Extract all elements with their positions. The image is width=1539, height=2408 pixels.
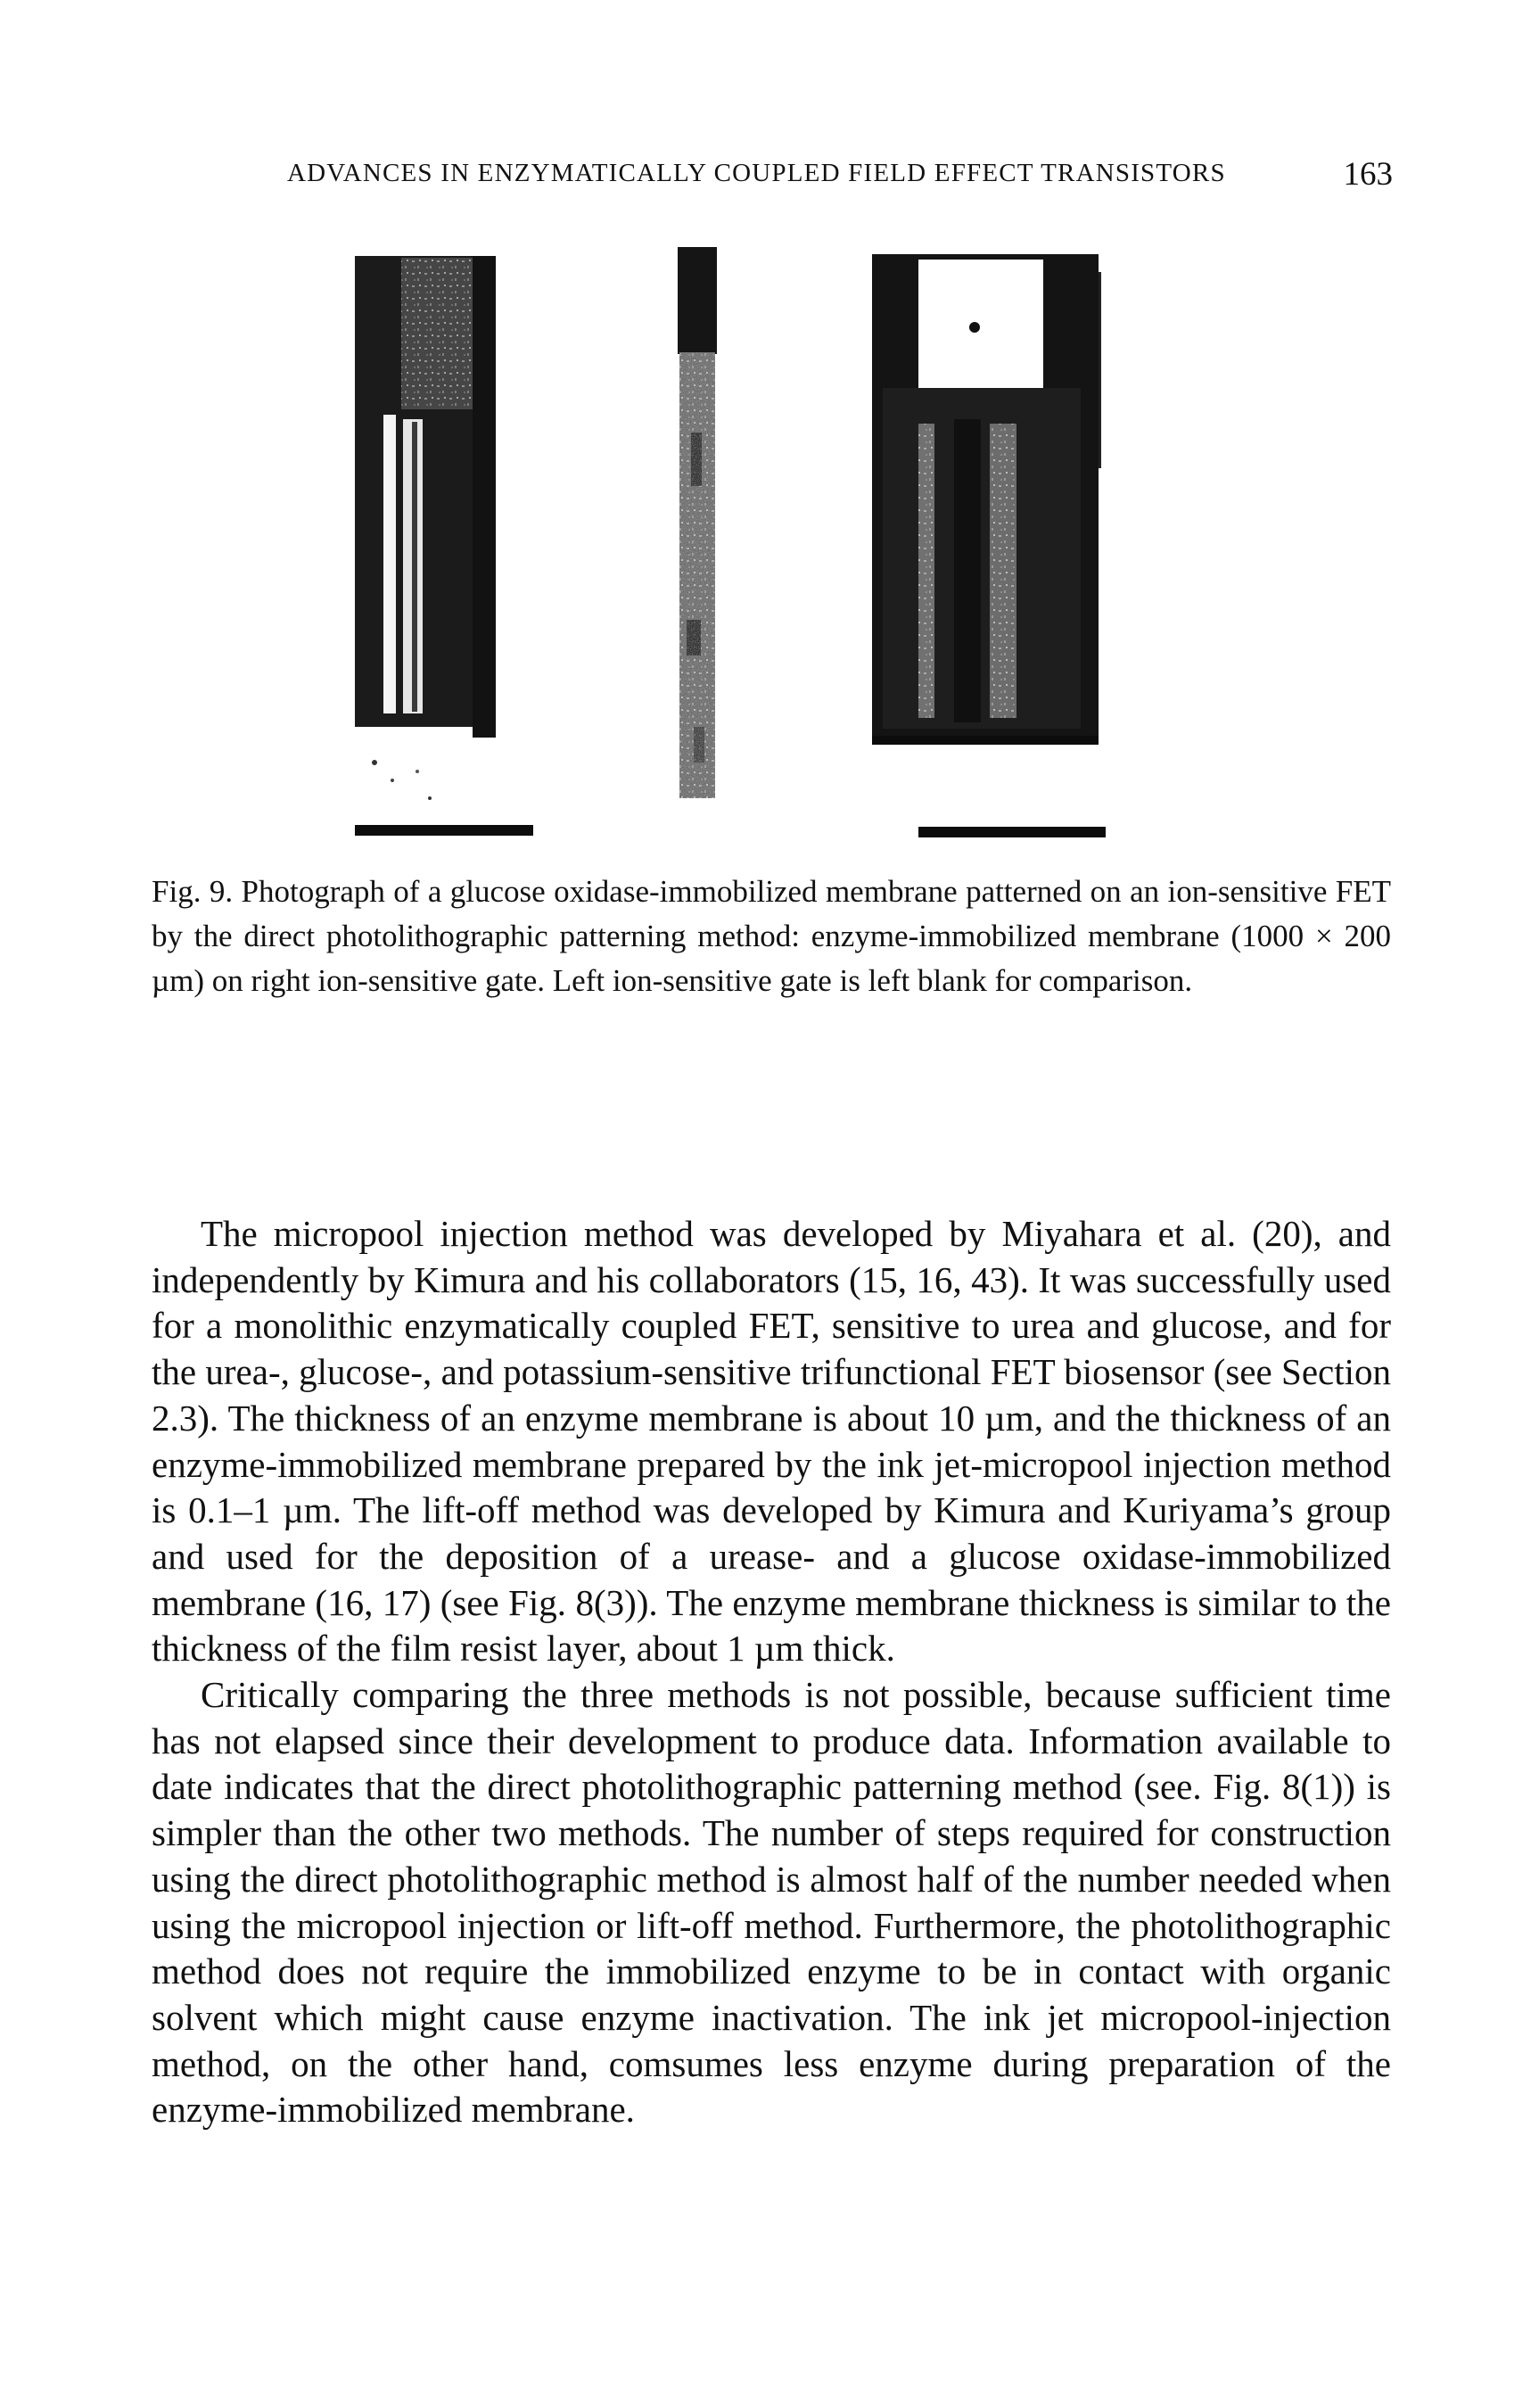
paragraph: The micropool injection method was devel… [152,1213,1391,1670]
page-number: 163 [1343,156,1394,193]
left-gate-image [355,256,533,836]
figure-caption: Fig. 9. Photograph of a glucose oxidase-… [152,870,1391,1003]
body-text: The micropool injection method was devel… [152,1211,1391,2133]
middle-electrode-strip [678,247,717,798]
figure-label: Fig. 9. [152,874,234,909]
running-header: ADVANCES IN ENZYMATICALLY COUPLED FIELD … [287,156,1393,203]
figure-photograph [348,245,1150,861]
figure-caption-text: Photograph of a glucose oxidase-immobili… [152,874,1391,998]
running-title: ADVANCES IN ENZYMATICALLY COUPLED FIELD … [287,159,1226,187]
paragraph: Critically comparing the three methods i… [152,1674,1391,2131]
right-gate-image [872,254,1106,837]
